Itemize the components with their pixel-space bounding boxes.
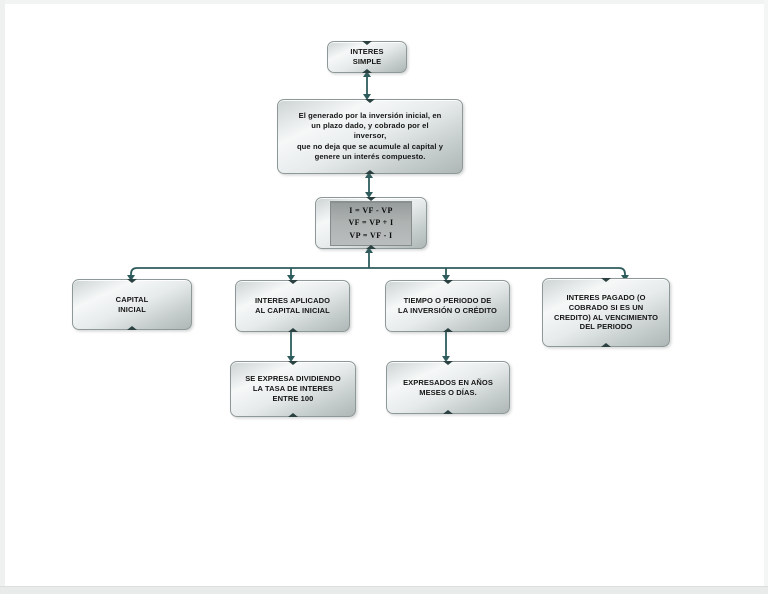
page-edge-bottom — [0, 586, 768, 594]
formula-panel: I = VF - VP VF = VP + I VP = VF - I — [330, 200, 412, 246]
node-label: TIEMPO O PERIODO DE LA INVERSIÓN O CRÉDI… — [398, 296, 497, 315]
connector-notch-icon — [366, 197, 376, 201]
node-capital-inicial: CAPITAL INICIAL — [72, 279, 192, 330]
connector-notch-icon — [127, 326, 137, 330]
connector-notch-icon — [442, 328, 453, 332]
connector-notch-icon — [287, 328, 298, 332]
connector-notch-icon — [127, 279, 137, 283]
connector-notch-icon — [601, 343, 611, 347]
connector-notch-icon — [442, 280, 453, 284]
connector-notch-icon — [362, 69, 372, 73]
node-label: CAPITAL INICIAL — [115, 294, 149, 314]
page-edge-top — [0, 0, 768, 4]
connector-notch-icon — [601, 278, 611, 282]
connector-notch-icon — [287, 280, 298, 284]
connector-notch-icon — [288, 361, 298, 365]
connector-notch-icon — [443, 361, 453, 365]
node-interes-simple: INTERES SIMPLE — [327, 41, 407, 73]
node-expresados: EXPRESADOS EN AÑOS MESES O DÍAS. — [386, 361, 510, 414]
node-label: El generado por la inversión inicial, en… — [296, 111, 444, 161]
connector-notch-icon — [365, 170, 375, 174]
node-interes-aplicado: INTERES APLICADO AL CAPITAL INICIAL — [235, 280, 350, 332]
connector-notch-icon — [366, 245, 376, 249]
connector-notch-icon — [365, 99, 375, 103]
page-edge-left — [0, 0, 5, 594]
node-label: INTERES PAGADO (O COBRADO SI ES UN CREDI… — [553, 292, 659, 332]
node-interes-pagado: INTERES PAGADO (O COBRADO SI ES UN CREDI… — [542, 278, 670, 347]
node-label: SE EXPRESA DIVIDIENDO LA TASA DE INTERES… — [245, 374, 341, 403]
connector-notch-icon — [288, 413, 298, 417]
node-label: EXPRESADOS EN AÑOS MESES O DÍAS. — [403, 377, 493, 397]
node-label: INTERES APLICADO AL CAPITAL INICIAL — [254, 296, 331, 315]
node-formulas: I = VF - VP VF = VP + I VP = VF - I — [315, 197, 427, 249]
node-se-expresa: SE EXPRESA DIVIDIENDO LA TASA DE INTERES… — [230, 361, 356, 417]
connector-notch-icon — [362, 41, 372, 45]
connector-notch-icon — [443, 410, 453, 414]
node-label: INTERES SIMPLE — [350, 47, 384, 66]
node-descripcion: El generado por la inversión inicial, en… — [277, 99, 463, 174]
formula-text: I = VF - VP VF = VP + I VP = VF - I — [348, 205, 394, 240]
node-tiempo-periodo: TIEMPO O PERIODO DE LA INVERSIÓN O CRÉDI… — [385, 280, 510, 332]
page-edge-right — [764, 0, 768, 594]
